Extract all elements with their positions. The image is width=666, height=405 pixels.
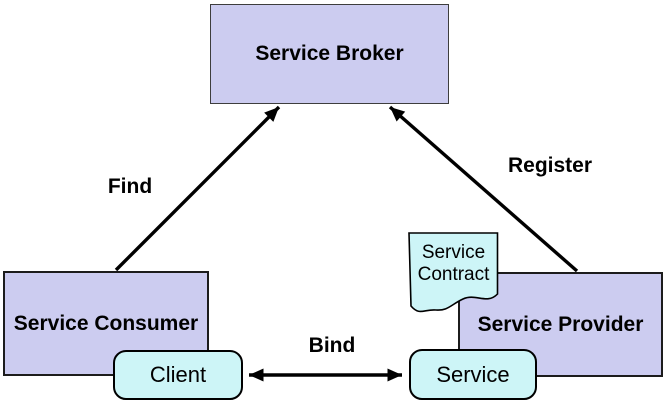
node-service-consumer: Service Consumer xyxy=(3,271,209,376)
find-edge-label: Find xyxy=(107,175,153,198)
component-client-label: Client xyxy=(149,362,207,387)
service-contract-label: Service Contract xyxy=(417,242,490,285)
component-service: Service xyxy=(409,349,537,400)
bind-edge-label: Bind xyxy=(308,334,356,357)
node-service-provider-label: Service Provider xyxy=(477,312,644,336)
register-edge-label: Register xyxy=(507,154,593,177)
node-service-consumer-label: Service Consumer xyxy=(13,311,199,335)
component-client: Client xyxy=(113,350,243,400)
component-service-label: Service xyxy=(436,361,510,387)
node-service-broker: Service Broker xyxy=(210,4,449,104)
node-service-broker-label: Service Broker xyxy=(255,42,404,66)
document-shape-service-contract: Service Contract xyxy=(408,232,499,316)
